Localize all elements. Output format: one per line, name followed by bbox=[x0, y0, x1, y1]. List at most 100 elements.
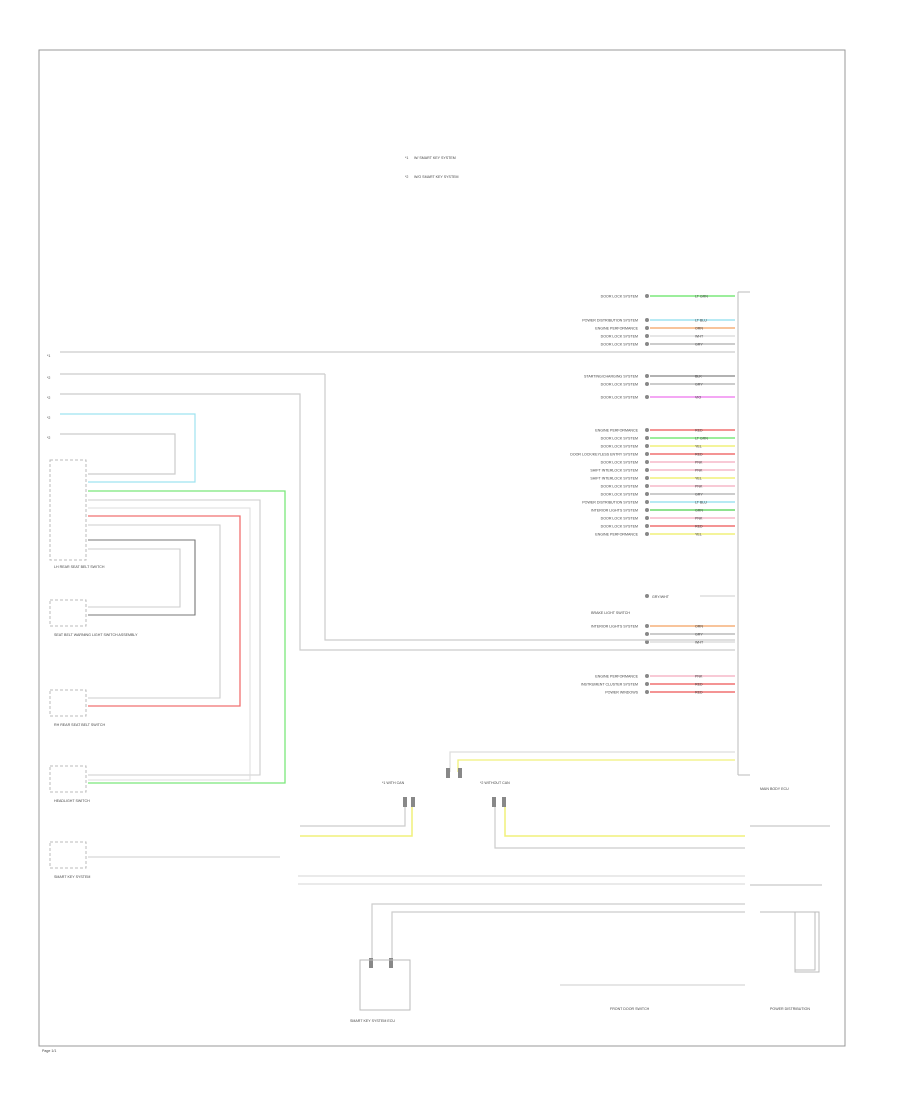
mid-row-dot bbox=[645, 624, 649, 628]
main-connector bbox=[737, 291, 750, 776]
right-row: ENGINE PERFORMANCE YEL bbox=[595, 532, 735, 537]
lower-row-dot bbox=[645, 674, 649, 678]
bottom-right-label: POWER DISTRIBUTION bbox=[770, 1007, 810, 1011]
ground-row: GRY/WHT BRAKE LIGHT SWITCH bbox=[591, 594, 735, 615]
lower-row-dot bbox=[645, 682, 649, 686]
right-row-dot bbox=[645, 508, 649, 512]
right-row-label: DOOR LOCK/KEYLESS ENTRY SYSTEM bbox=[570, 453, 638, 457]
connector-1-label: *1 WITH CAN bbox=[382, 781, 405, 785]
right-row-label: DOOR LOCK SYSTEM bbox=[601, 445, 638, 449]
right-row-wire-label: PNK bbox=[695, 468, 703, 472]
right-row-wire-label: WHT bbox=[695, 334, 704, 338]
right-row-dot bbox=[645, 476, 649, 480]
right-row-label: INTERIOR LIGHTS SYSTEM bbox=[591, 509, 638, 513]
mid-row-dot bbox=[645, 640, 649, 644]
lower-components bbox=[359, 911, 820, 1011]
right-row-label: DOOR LOCK SYSTEM bbox=[601, 525, 638, 529]
right-row-wire-label: GRY bbox=[695, 382, 703, 386]
lower-labels: *1 WITH CAN *2 WITHOUT CAN MAIN BODY ECU… bbox=[42, 781, 810, 1053]
mid-row-wire-label: ORN bbox=[695, 624, 703, 628]
right-row-dot bbox=[645, 468, 649, 472]
right-row: STARTING/CHARGING SYSTEM BLK bbox=[584, 374, 735, 379]
left-component-4: HEADLIGHT SWITCH bbox=[54, 799, 90, 803]
mid-row: GRY bbox=[645, 632, 735, 636]
mid-row-wire-label: GRY bbox=[695, 632, 703, 636]
left-component-5: SMART KEY SYSTEM bbox=[54, 875, 90, 879]
right-row-dot bbox=[645, 318, 649, 322]
right-row-wire-label: RED bbox=[695, 428, 703, 432]
right-row-dot bbox=[645, 524, 649, 528]
right-row-dot bbox=[645, 444, 649, 448]
right-row-label: POWER DISTRIBUTION SYSTEM bbox=[582, 319, 638, 323]
left-components: LH REAR SEAT BELT SWITCH SEAT BELT WARNI… bbox=[49, 459, 138, 879]
lower-row-wire-label: PNK bbox=[695, 674, 703, 678]
lower-row-dot bbox=[645, 690, 649, 694]
right-row-wire-label: YEL bbox=[695, 444, 702, 448]
page-id: Page 1/1 bbox=[42, 1049, 56, 1053]
right-row-label: STARTING/CHARGING SYSTEM bbox=[584, 375, 638, 379]
right-row-wire-label: YEL bbox=[695, 476, 702, 480]
right-row-dot bbox=[645, 382, 649, 386]
right-row-wire-label: LT GRN bbox=[695, 436, 708, 440]
right-row-label: ENGINE PERFORMANCE bbox=[595, 533, 638, 537]
right-row-dot bbox=[645, 532, 649, 536]
right-row-wire-label: LT BLU bbox=[695, 500, 707, 504]
right-row-dot bbox=[645, 395, 649, 399]
right-row-wire-label: PNK bbox=[695, 516, 703, 520]
right-row-label: DOOR LOCK SYSTEM bbox=[601, 335, 638, 339]
legend-text-2: W/O SMART KEY SYSTEM bbox=[414, 175, 459, 179]
bottom-left-label: SMART KEY SYSTEM ECU bbox=[350, 1019, 395, 1023]
right-row-dot bbox=[645, 294, 649, 298]
right-row-dot bbox=[645, 436, 649, 440]
right-row-dot bbox=[645, 374, 649, 378]
legend-key-2: *2 bbox=[405, 175, 408, 179]
right-row-label: SHIFT INTERLOCK SYSTEM bbox=[590, 469, 638, 473]
lower-row-wire-label: RED bbox=[695, 682, 703, 686]
right-row: DOOR LOCK SYSTEM YEL bbox=[601, 444, 735, 449]
left-component-1: LH REAR SEAT BELT SWITCH bbox=[54, 565, 105, 569]
right-row-wire-label: BLK bbox=[695, 374, 702, 378]
right-row-label: DOOR LOCK SYSTEM bbox=[601, 461, 638, 465]
mid-row: WHT bbox=[645, 640, 735, 644]
right-row-dot bbox=[645, 492, 649, 496]
legend-text-1: W/ SMART KEY SYSTEM bbox=[414, 156, 456, 160]
right-row-dot bbox=[645, 326, 649, 330]
left-signal-mark-2: *2 bbox=[47, 376, 50, 380]
right-row-dot bbox=[645, 500, 649, 504]
lower-row: ENGINE PERFORMANCE PNK bbox=[595, 674, 735, 679]
right-row-dot bbox=[645, 428, 649, 432]
right-row-label: ENGINE PERFORMANCE bbox=[595, 327, 638, 331]
right-row-wire-label: YEL bbox=[695, 532, 702, 536]
right-row-label: DOOR LOCK SYSTEM bbox=[601, 493, 638, 497]
right-row-wire-label: RED bbox=[695, 524, 703, 528]
left-signal-mark-4: *2 bbox=[47, 416, 50, 420]
mid-row-label: INTERIOR LIGHTS SYSTEM bbox=[591, 625, 638, 629]
module-label: MAIN BODY ECU bbox=[760, 787, 789, 791]
ground-wire-label: GRY/WHT bbox=[652, 595, 670, 599]
legend-key-1: *1 bbox=[405, 156, 408, 160]
left-wire-runs bbox=[88, 490, 286, 784]
connector-markers bbox=[369, 768, 506, 968]
right-row-label: DOOR LOCK SYSTEM bbox=[601, 343, 638, 347]
left-signal-lines: *1 *2 *2 *2 *2 bbox=[47, 351, 735, 651]
lower-wire-runs bbox=[88, 751, 830, 986]
right-row: DOOR LOCK SYSTEM RED bbox=[601, 524, 735, 529]
left-component-3: RH REAR SEAT BELT SWITCH bbox=[54, 723, 105, 727]
lower-row-label: ENGINE PERFORMANCE bbox=[595, 675, 638, 679]
left-signal-mark-5: *2 bbox=[47, 436, 50, 440]
diagram-frame bbox=[38, 49, 846, 1047]
